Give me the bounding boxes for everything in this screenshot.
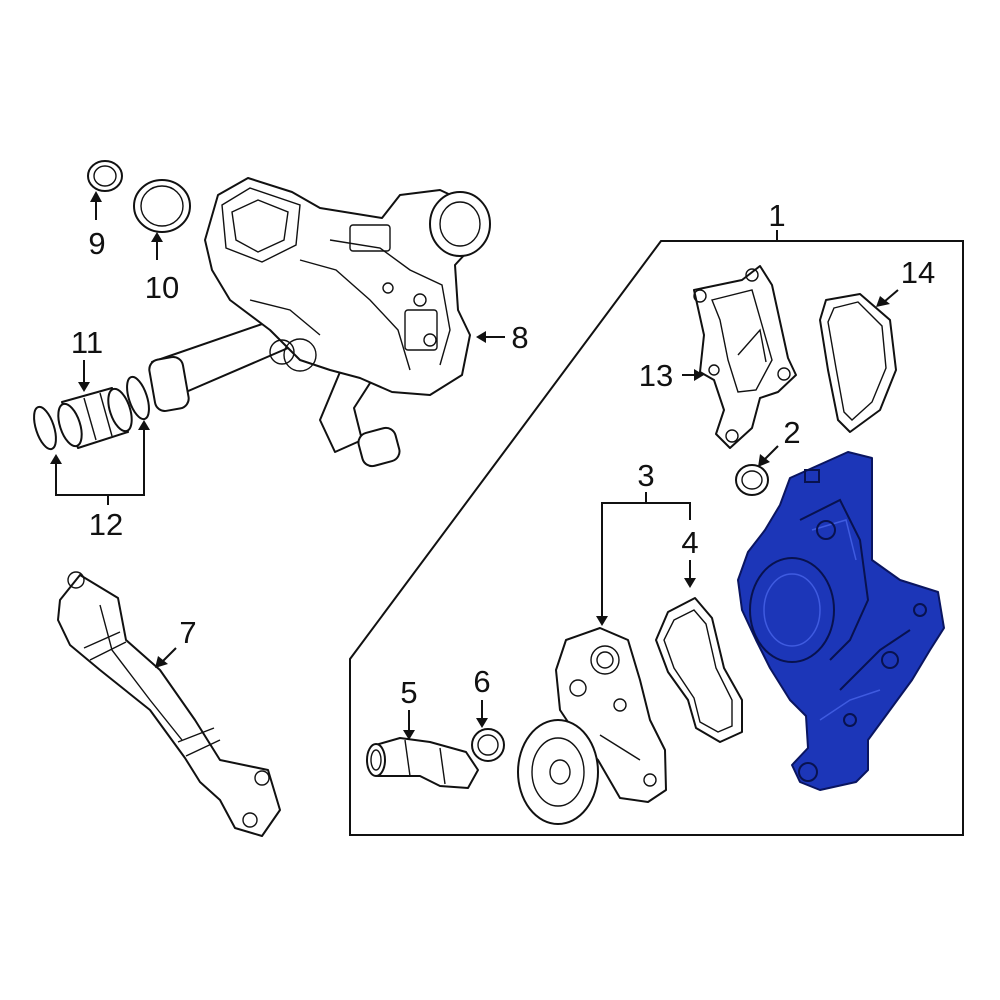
callout-11: 11 (71, 325, 103, 360)
callout-10: 10 (145, 270, 179, 305)
part-14-gasket[interactable] (819, 293, 897, 433)
callout-9: 9 (88, 226, 105, 261)
part-1-pump-housing-highlighted[interactable] (737, 451, 945, 791)
callout-4: 4 (681, 525, 698, 560)
assembly-boundary (349, 240, 964, 836)
part-6-o-ring[interactable] (471, 728, 505, 762)
part-4-gasket[interactable] (655, 597, 743, 743)
callout-8: 8 (511, 320, 528, 355)
callout-3: 3 (637, 458, 654, 493)
part-13-cover[interactable] (693, 265, 797, 449)
callout-14: 14 (901, 255, 935, 290)
part-11-connector[interactable] (54, 386, 137, 449)
part-10-seal[interactable] (133, 179, 191, 233)
leader-lines (50, 191, 899, 740)
callout-1: 1 (768, 198, 785, 233)
part-9-seal[interactable] (87, 160, 123, 192)
callout-labels: 1 2 3 4 5 6 7 8 9 10 11 12 13 14 (71, 198, 935, 710)
part-12-o-rings[interactable] (30, 374, 154, 451)
part-7-coolant-hose[interactable] (57, 571, 281, 837)
part-3-water-pump[interactable] (517, 627, 667, 825)
callout-6: 6 (473, 664, 490, 699)
callout-12: 12 (89, 507, 123, 542)
callout-7: 7 (179, 615, 196, 650)
part-8-thermostat-housing[interactable] (148, 177, 491, 468)
callout-2: 2 (783, 415, 800, 450)
callout-13: 13 (639, 358, 673, 393)
part-2-seal[interactable] (735, 464, 769, 496)
part-5-outlet-connector[interactable] (366, 737, 479, 789)
callout-5: 5 (400, 675, 417, 710)
